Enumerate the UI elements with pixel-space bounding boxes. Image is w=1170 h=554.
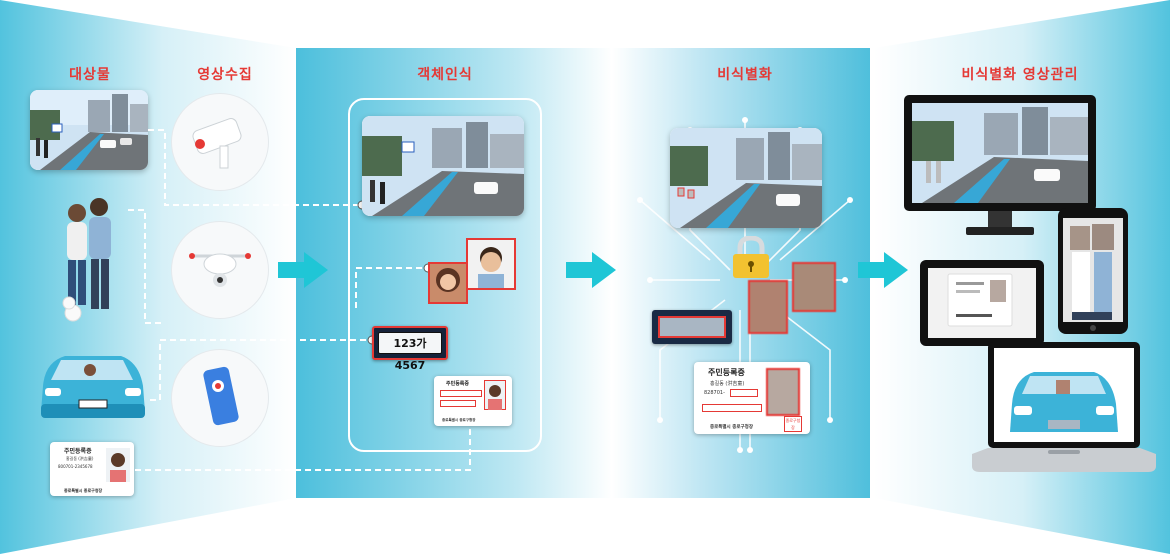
id-card-detected: 주민등록증 종로특별시 종로구청장 bbox=[434, 376, 512, 426]
laptop-icon bbox=[972, 342, 1156, 472]
id-card-number: 800701-2345678 bbox=[58, 464, 93, 469]
id-card-issuer: 종로특별시 종로구청장 bbox=[442, 418, 476, 422]
monitor-icon bbox=[904, 95, 1096, 235]
capture-circle-phone bbox=[172, 350, 268, 446]
masked-license-plate bbox=[652, 310, 732, 344]
smartphone-camera-icon bbox=[203, 366, 239, 426]
id-card-issuer: 종로특별시 종로구청장 bbox=[64, 488, 103, 493]
arrow-1-icon bbox=[278, 252, 328, 288]
header-management: 비식별화 영상관리 bbox=[961, 67, 1079, 83]
id-card-name: 홍길동 (洪吉童) bbox=[66, 456, 94, 461]
id-card-portrait-masked bbox=[766, 368, 800, 416]
phone-device bbox=[1058, 208, 1128, 334]
capture-circle-cctv bbox=[172, 94, 268, 190]
id-card-number-masked: 828701- bbox=[704, 390, 725, 396]
detection-street-photo bbox=[362, 116, 524, 216]
id-card-name: 홍길동 (洪吉童) bbox=[710, 381, 745, 387]
connector-face bbox=[355, 267, 428, 308]
couple-with-dog-image bbox=[62, 198, 111, 322]
header-deidentify: 비식별화 bbox=[717, 67, 773, 83]
id-card-number-box bbox=[730, 389, 758, 397]
detected-face-woman bbox=[428, 262, 468, 304]
id-card-name-box bbox=[440, 390, 482, 397]
id-card-stamp: 종로구청장 bbox=[784, 416, 802, 432]
cctv-camera-icon bbox=[192, 118, 242, 169]
blurred-face-man bbox=[792, 262, 836, 312]
tablet-device bbox=[920, 260, 1044, 346]
plate-mask bbox=[658, 316, 726, 338]
detected-face-man bbox=[466, 238, 516, 290]
arrow-3-icon bbox=[858, 252, 908, 288]
header-detection: 객체인식 bbox=[417, 67, 473, 83]
capture-circle-drone bbox=[172, 222, 268, 318]
detected-license-plate: 123가 4567 bbox=[372, 326, 448, 372]
drone-icon bbox=[189, 253, 251, 287]
connector-car bbox=[150, 339, 372, 401]
tablet-icon bbox=[920, 260, 1044, 346]
padlock-icon bbox=[733, 236, 769, 278]
street-scene-image bbox=[362, 116, 524, 216]
header-target: 대상물 bbox=[69, 67, 111, 83]
phone-icon bbox=[1058, 208, 1128, 334]
deidentified-street-photo bbox=[670, 128, 822, 228]
street-scene-image bbox=[30, 90, 148, 170]
id-card-issuer: 종로특별시 종로구청장 bbox=[710, 425, 753, 430]
street-scene-image bbox=[670, 128, 822, 228]
connector-idcard bbox=[135, 420, 471, 471]
face-woman-image bbox=[436, 268, 460, 292]
id-card-portrait bbox=[106, 448, 130, 482]
id-card-portrait bbox=[484, 380, 506, 410]
arrow-2-icon bbox=[566, 252, 616, 288]
detection-frame bbox=[348, 98, 542, 452]
street-photo bbox=[30, 90, 148, 170]
id-card-number-box bbox=[440, 400, 476, 407]
face-man-image bbox=[468, 240, 514, 288]
car-image bbox=[41, 356, 145, 418]
blurred-face-woman bbox=[748, 280, 788, 334]
monitor-device bbox=[904, 95, 1096, 237]
id-card-masked: 주민등록증 홍길동 (洪吉童) 828701- 종로특별시 종로구청장 종로구청… bbox=[694, 362, 810, 434]
id-card-address-box bbox=[702, 404, 762, 412]
laptop-device bbox=[972, 342, 1156, 474]
plate-text: 123가 4567 bbox=[378, 332, 442, 372]
id-card-original: 주민등록증 홍길동 (洪吉童) 800701-2345678 종로특별시 종로구… bbox=[50, 442, 134, 496]
connector-people bbox=[128, 209, 165, 324]
id-card-title: 주민등록증 bbox=[64, 448, 92, 455]
id-card-title: 주민등록증 bbox=[446, 381, 470, 387]
header-capture: 영상수집 bbox=[197, 67, 253, 83]
id-card-title: 주민등록증 bbox=[708, 368, 745, 377]
connector-street bbox=[148, 129, 362, 206]
